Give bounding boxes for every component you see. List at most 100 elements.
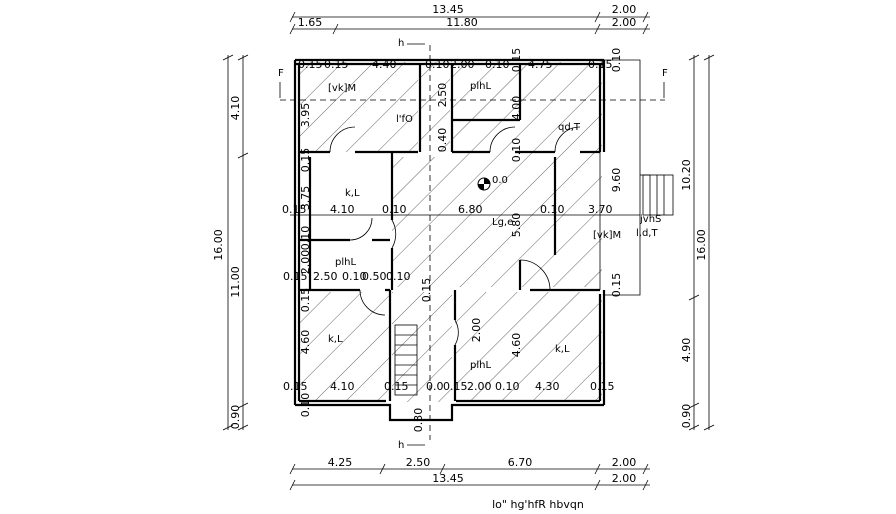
inner-dim-vm-2: 4.00	[510, 96, 523, 121]
left-total-dim: 16.00	[212, 229, 225, 261]
inner-dim-vm-3: 5.80	[510, 213, 523, 238]
bottom-seg4-dim: 2.00	[612, 456, 637, 469]
level-symbol	[477, 177, 491, 191]
inner-dim-r2-1: 4.10	[330, 203, 355, 216]
room-label-lg: Lg,e	[492, 217, 513, 228]
room-label-pl-left: plhL	[335, 257, 356, 268]
right-bottom-dim: 0.90	[680, 404, 693, 429]
section-marker-right: F	[662, 68, 668, 79]
inner-dim-vl-3: 4.60	[299, 330, 312, 355]
top-seg3-dim: 2.00	[612, 16, 637, 29]
inner-dim-r2-5: 3.70	[588, 203, 613, 216]
inner-dim-vr-0: 9.60	[610, 168, 623, 193]
inner-dim-r4-1: 4.10	[330, 380, 355, 393]
bottom-seg1-dim: 4.25	[328, 456, 353, 469]
room-label-fo: l'fO	[396, 114, 413, 125]
top-total-dim: 13.45	[432, 3, 464, 16]
inner-dim-r2-3: 6.80	[458, 203, 483, 216]
bottom-right-dim: 2.00	[612, 472, 637, 485]
inner-dim-r4-0: 0.15	[283, 380, 308, 393]
inner-dim-vl-1: 3.75	[299, 186, 312, 211]
room-labels: [vk]M l'fO plhL qd,T k,L 0.0 Lg,e [vk]M …	[328, 81, 661, 371]
inner-dim-vm-6: 0.30	[412, 408, 425, 433]
room-label-ldt: l,d,T	[636, 228, 658, 239]
inner-dim-r1-7: 0.15	[588, 58, 613, 71]
left-bottom-dim: 0.90	[229, 405, 242, 430]
inner-dim-vl-0: 3.95	[299, 103, 312, 128]
room-label-vk-right: [vk]M	[593, 230, 621, 241]
inner-dim-r2-2: 0.10	[382, 203, 407, 216]
walls	[293, 58, 650, 422]
room-label-kl-left: k,L	[345, 188, 360, 199]
inner-dim-r1-5: 0.10	[485, 58, 510, 71]
inner-dim-r4-6: 0.10	[495, 380, 520, 393]
bottom-dimension-lines: 4.25 2.50 6.70 2.00 13.45 2.00	[289, 456, 650, 491]
inner-dim-vr-1: 0.15	[610, 273, 623, 298]
inner-dim-r4-2: 0.15	[384, 380, 409, 393]
inner-dim-s-1: 0.10	[299, 226, 312, 251]
section-lines	[280, 45, 665, 440]
inner-dim-r4-7: 4.30	[535, 380, 560, 393]
room-label-kl-bottom: k,L	[328, 334, 343, 345]
inner-dim-s-2: 0.15	[299, 288, 312, 313]
inner-dim-s-6: 0.15	[420, 278, 433, 303]
room-label-pl-bottom: plhL	[470, 360, 491, 371]
inner-dim-r2-4: 0.10	[540, 203, 565, 216]
room-label-pl-top: plhL	[470, 81, 491, 92]
inner-dim-s-0: 0.15	[299, 148, 312, 173]
left-dimension-lines: 16.00 4.10 11.00 0.90	[212, 54, 249, 431]
inner-dim-vm-4: 4.60	[510, 333, 523, 358]
right-total-dim: 16.00	[695, 229, 708, 261]
inner-dimensions: 0.15 0.15 4.40 0.10 2.00 0.10 4.75 0.15 …	[282, 48, 623, 433]
inner-dim-r3-2: 0.10	[342, 270, 367, 283]
room-label-qd: qd,T	[558, 122, 581, 133]
left-mid-dim: 11.00	[229, 266, 242, 298]
top-seg2-dim: 11.80	[446, 16, 478, 29]
left-top-dim: 4.10	[229, 96, 242, 121]
staircase	[394, 174, 674, 396]
right-top-dim: 10.20	[680, 159, 693, 191]
top-seg1-dim: 1.65	[298, 16, 323, 29]
inner-dim-r1-2: 4.40	[372, 58, 397, 71]
inner-dim-r2-0: 0.15	[282, 203, 307, 216]
h-marker-bottom: h	[398, 440, 404, 451]
bottom-seg3-dim: 6.70	[508, 456, 533, 469]
right-low-dim: 4.90	[680, 338, 693, 363]
doors	[329, 126, 601, 346]
inner-dim-r4-5: 2.00	[467, 380, 492, 393]
inner-dim-s-5: 0.10	[510, 138, 523, 163]
room-label-jns: jvhS	[639, 214, 661, 225]
inner-dim-vl-2: 2.00	[299, 250, 312, 275]
inner-dim-vm-5: 2.00	[470, 318, 483, 343]
inner-dim-s-3: 0.10	[299, 393, 312, 418]
inner-dim-r3-4: 0.10	[386, 270, 411, 283]
room-label-top-left: [vk]M	[328, 83, 356, 94]
inner-dim-r1-6: 4.75	[528, 58, 553, 71]
inner-dim-r3-3: 0.50	[362, 270, 387, 283]
inner-dim-vm-1: 0.40	[436, 128, 449, 153]
plan-caption: lo" hg'hfR hbvqn	[492, 498, 584, 511]
inner-dim-r1-1: 0.15	[324, 58, 349, 71]
room-label-kl-right: k,L	[555, 344, 570, 355]
inner-dim-r1-3: 0.10	[425, 58, 450, 71]
right-dimension-lines: 10.20 16.00 4.90 0.90	[680, 54, 715, 431]
inner-dim-r3-0: 0.15	[283, 270, 308, 283]
bottom-seg2-dim: 2.50	[406, 456, 431, 469]
bottom-total-dim: 13.45	[432, 472, 464, 485]
section-marker-left: F	[278, 68, 284, 79]
inner-dim-r1-0: 0.15	[298, 58, 323, 71]
top-right-dim: 2.00	[612, 3, 637, 16]
room-hatching	[298, 62, 602, 402]
inner-dim-r3-1: 2.50	[313, 270, 338, 283]
inner-dim-r4-4: 0.15	[443, 380, 468, 393]
top-dimension-lines: 13.45 2.00 1.65 11.80 2.00	[289, 3, 650, 35]
inner-dim-vm-0: 2.50	[436, 83, 449, 108]
inner-dim-r4-8: 0.15	[590, 380, 615, 393]
inner-dim-r1-4: 2.00	[450, 58, 475, 71]
inner-dim-s-7: 0.10	[610, 48, 623, 73]
inner-dim-s-4: 0.15	[510, 48, 523, 73]
h-marker-top: h	[398, 38, 404, 49]
section-markers: F F h h	[278, 38, 668, 451]
inner-dim-r4-3: 0.0	[426, 380, 444, 393]
